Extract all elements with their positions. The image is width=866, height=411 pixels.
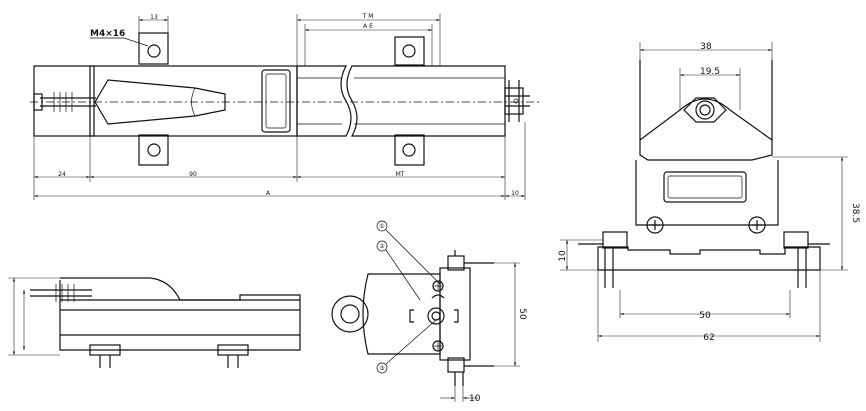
screw-right xyxy=(748,216,766,234)
dim-90-label: 90 xyxy=(189,171,197,178)
dim-tm-label: T M xyxy=(362,13,374,20)
clamp-left xyxy=(602,231,628,249)
connector-plate xyxy=(439,267,471,361)
hex-nut xyxy=(683,97,727,123)
dim-10-label: 10 xyxy=(558,250,568,262)
end-base xyxy=(597,246,821,271)
connector-clamp-bottom xyxy=(447,357,465,373)
bottom-bracket-right xyxy=(394,134,425,166)
rail-right xyxy=(346,65,506,137)
dim-mt-label: MT xyxy=(396,171,405,178)
housing-left xyxy=(33,65,95,137)
connector-view: ① ② ③ 50 10 xyxy=(331,220,527,404)
mount-hole xyxy=(147,44,161,58)
end-view: 38 19.5 38.5 10 50 62 xyxy=(558,42,860,343)
side-clamp-right xyxy=(217,344,249,356)
rail-left xyxy=(296,65,352,137)
clamp-right xyxy=(783,231,809,249)
dim-a-label: A xyxy=(266,190,271,197)
dim-38-label: 38 xyxy=(700,42,712,52)
mount-hole xyxy=(402,44,416,58)
side-body xyxy=(59,277,301,351)
side-view xyxy=(8,277,301,368)
dim-19-5-label: 19.5 xyxy=(700,67,720,77)
connector-ring xyxy=(331,295,369,333)
screw-left xyxy=(646,216,664,234)
thread-label: M4×16 xyxy=(90,29,125,39)
conn-dim-50-label: 50 xyxy=(517,308,527,320)
dim-ae-label: A E xyxy=(363,23,373,30)
callout-1: ① xyxy=(379,223,384,230)
end-body xyxy=(635,160,779,226)
side-clamp-left xyxy=(89,344,121,356)
dim-38-5-label: 38.5 xyxy=(850,203,860,223)
end-window xyxy=(663,171,747,203)
dim-24-label: 24 xyxy=(58,171,66,178)
connector-body xyxy=(362,273,441,355)
mount-hole xyxy=(402,143,416,157)
dim-10-label: 10 xyxy=(511,190,519,197)
end-housing-outline xyxy=(639,60,773,161)
top-bracket-left xyxy=(138,32,169,65)
mount-hole xyxy=(147,143,161,157)
callout-3: ③ xyxy=(379,365,384,372)
conn-dim-10-label: 10 xyxy=(469,394,481,404)
bottom-bracket-left xyxy=(138,134,169,166)
end-connector xyxy=(504,87,524,115)
dim-13-label: 13 xyxy=(150,14,158,21)
top-view: 13 T M A E M4×16 24 90 MT A 10 xyxy=(30,13,540,200)
top-bracket-right xyxy=(394,36,425,66)
window xyxy=(261,69,291,133)
dim-62-label: 62 xyxy=(703,333,714,343)
dim-50-label: 50 xyxy=(699,311,711,321)
callout-2: ② xyxy=(379,243,385,250)
